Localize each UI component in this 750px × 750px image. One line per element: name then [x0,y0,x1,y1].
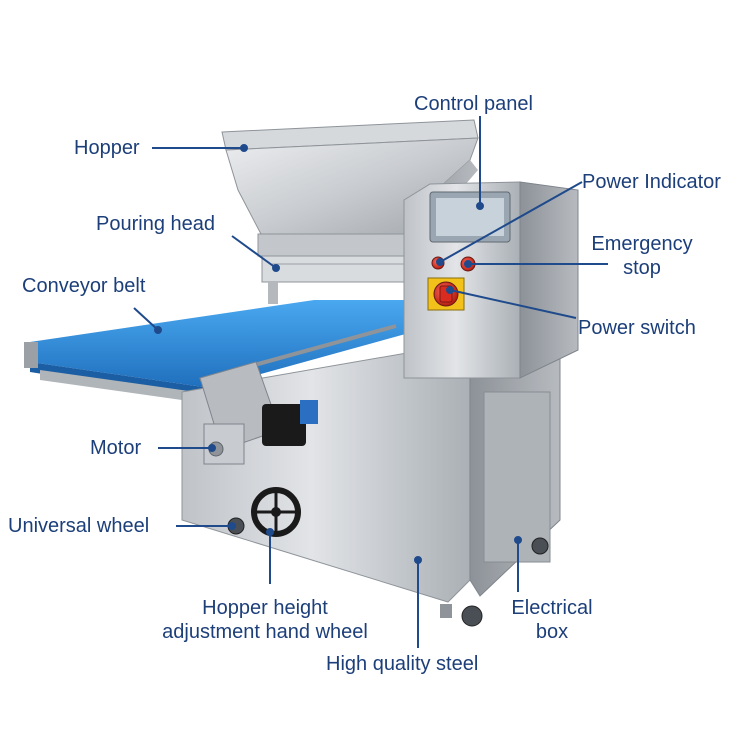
label-conveyor-belt: Conveyor belt [22,275,146,297]
leader-pouring-head [231,235,277,269]
label-universal-wheel: Universal wheel [8,515,150,537]
conveyor-belt [24,300,420,404]
label-electrical-box-line2: box [535,621,569,643]
power-switch [427,277,465,311]
leader-lines [133,116,608,648]
label-electrical-box-line1: Electrical [511,597,593,619]
label-high-quality-steel: High quality steel [326,653,479,675]
label-pouring-head: Pouring head [96,213,215,235]
leader-power-indicator [439,181,583,263]
label-power-switch: Power switch [578,317,696,339]
label-emergency-stop-line1: Emergency [591,233,693,255]
hand-wheel [251,487,301,537]
label-emergency-stop-line2: stop [623,257,661,279]
motor [199,361,318,465]
label-hand-wheel: Hopper height adjustment hand wheel [140,596,390,644]
label-control-panel: Control panel [414,93,533,115]
label-hopper: Hopper [74,137,140,159]
label-motor: Motor [90,437,142,459]
label-electrical-box: Electrical box [500,596,604,644]
label-hand-wheel-line2: adjustment hand wheel [162,621,368,643]
label-emergency-stop: Emergency stop [582,232,702,280]
label-power-indicator: Power Indicator [582,171,721,193]
leader-conveyor-belt [133,307,159,331]
leader-power-switch [449,289,577,319]
machine-body [181,331,561,603]
label-hand-wheel-line1: Hopper height [202,597,328,619]
pouring-head [257,233,429,304]
